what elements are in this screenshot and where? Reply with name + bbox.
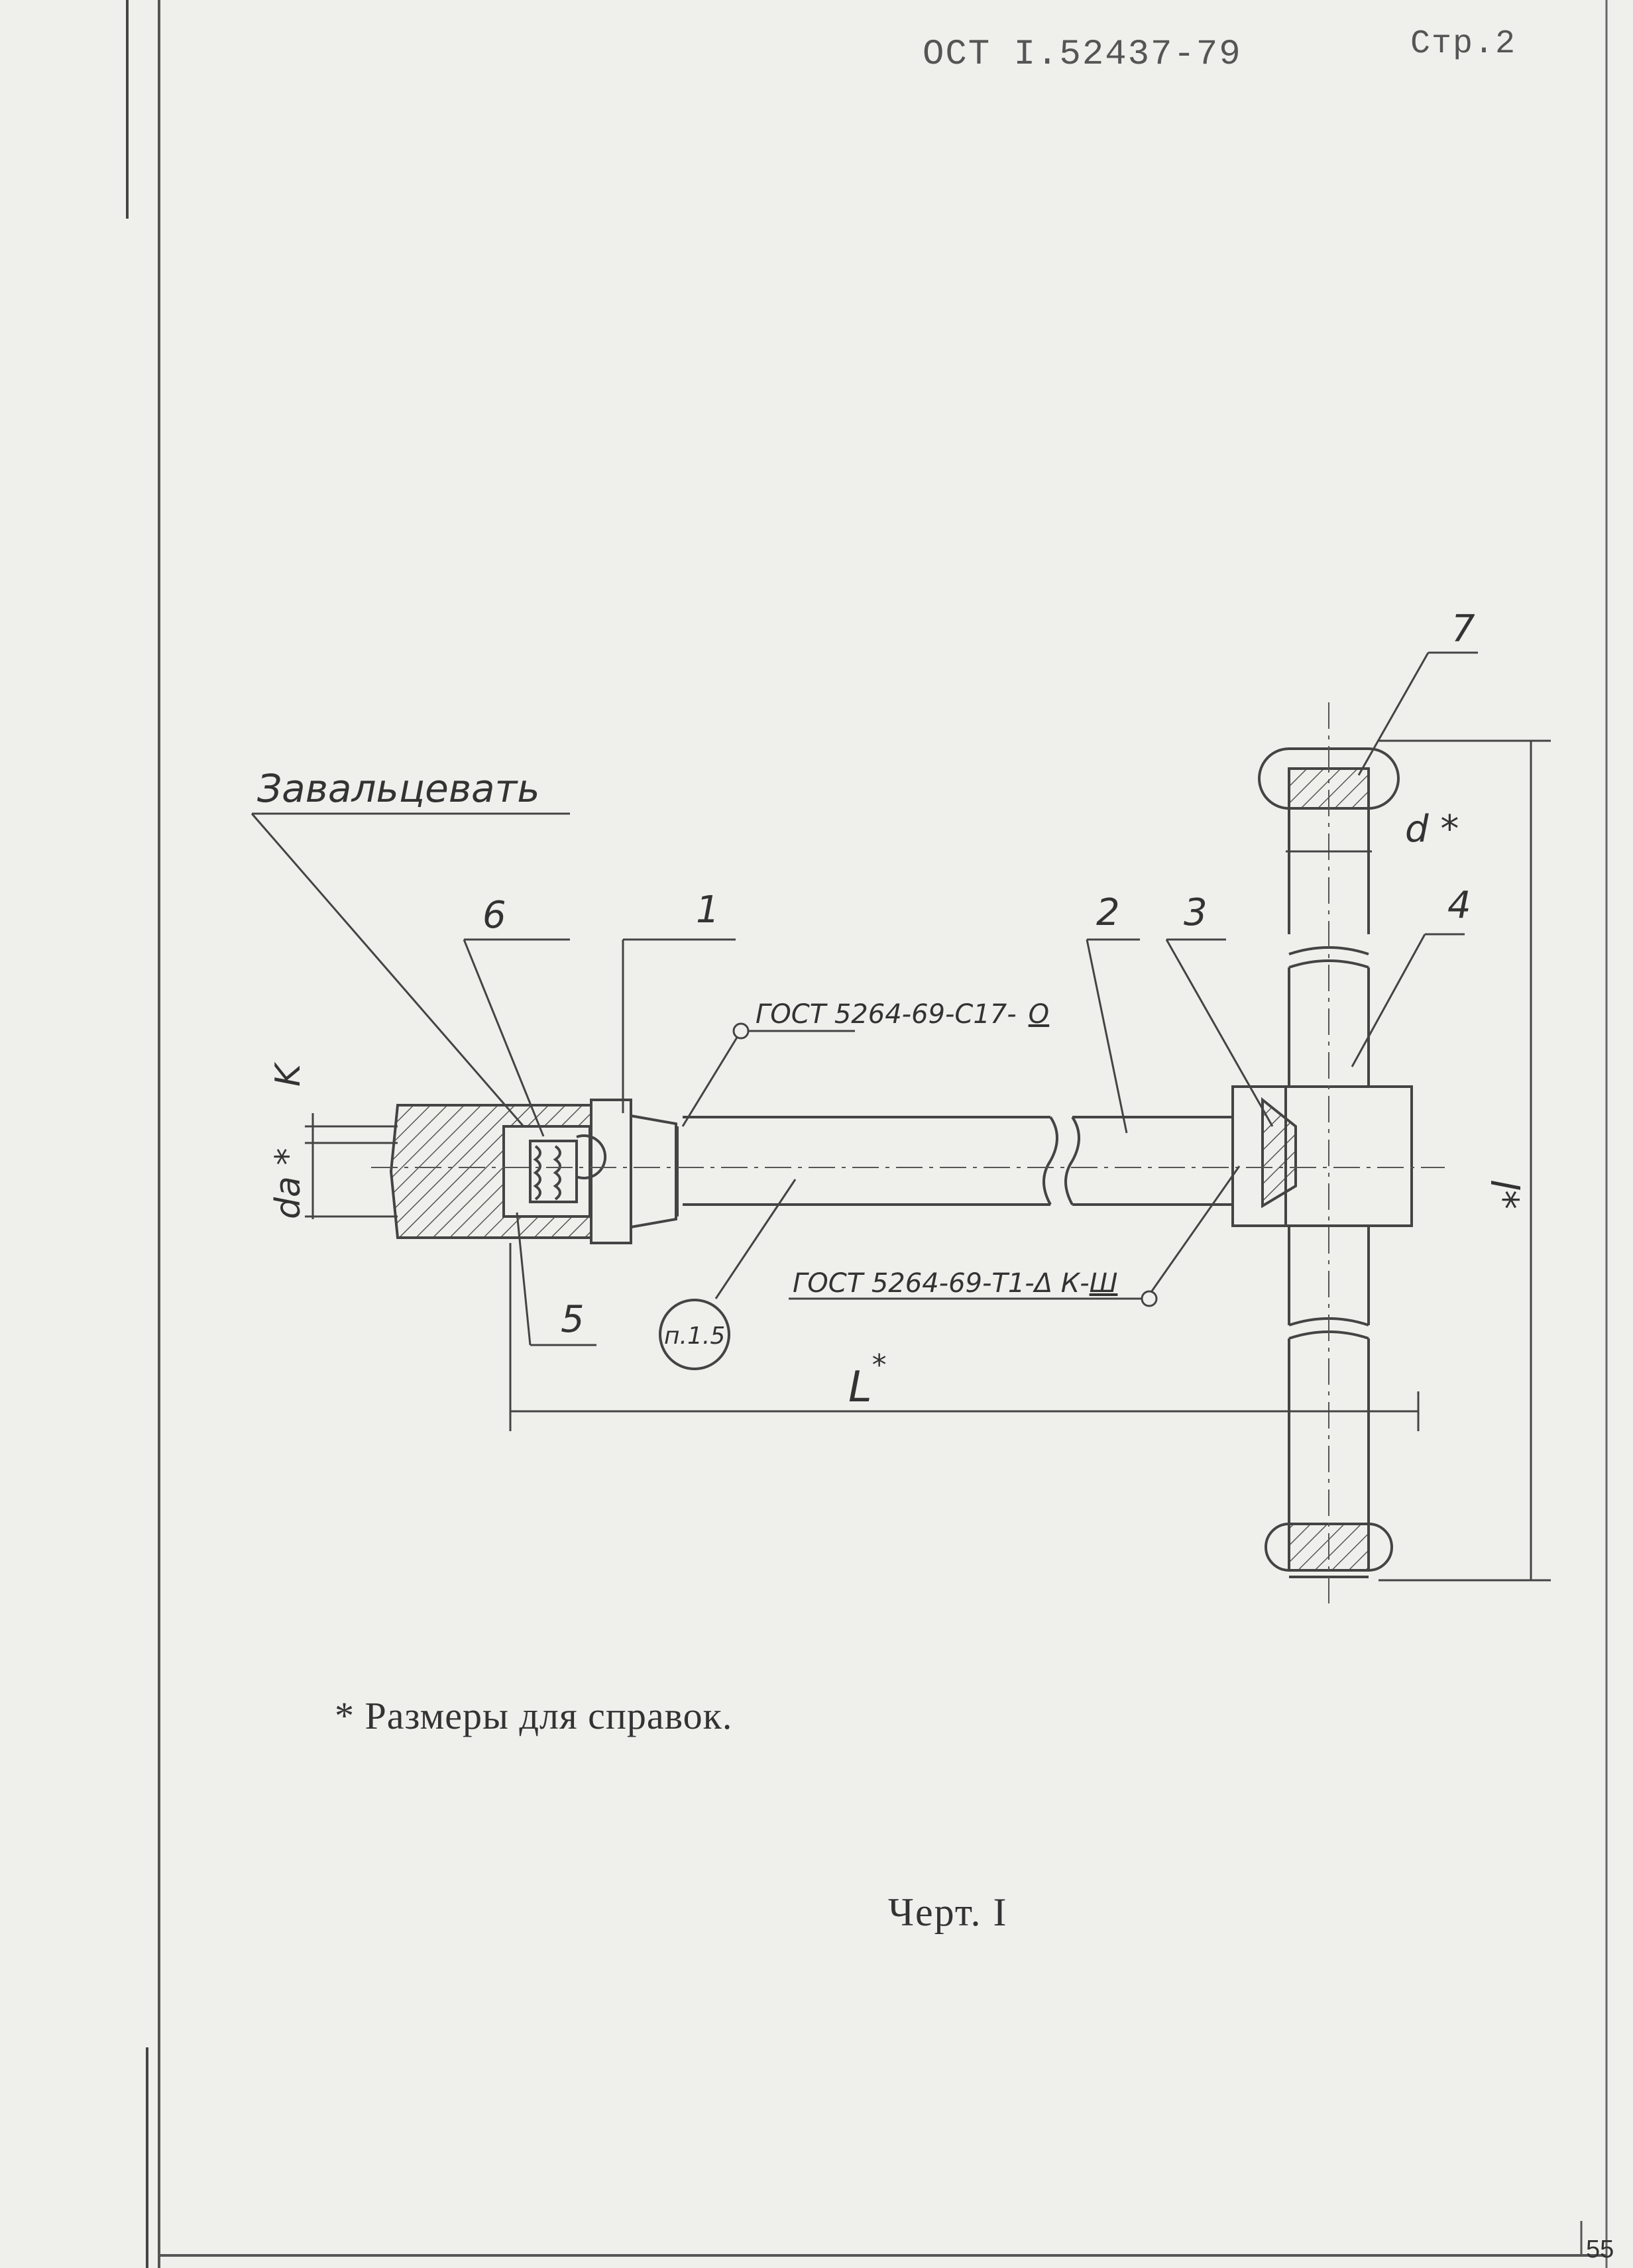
- drawing-caption: Черт. I: [888, 1890, 1008, 1934]
- leader-label-4: 4: [1447, 884, 1471, 927]
- reference-dimensions-note: * Размеры для справок.: [335, 1694, 733, 1737]
- leader-label-5: 5: [561, 1298, 585, 1341]
- dimension-da: da *: [268, 1148, 308, 1219]
- clause-reference: п.1.5: [664, 1323, 725, 1350]
- handle-assembly: [389, 747, 1413, 1578]
- gost-weld-upper: ГОСТ 5264-69-С17-О: [756, 999, 1049, 1030]
- leader-lines: [251, 651, 1478, 1346]
- leader-label-2: 2: [1096, 891, 1120, 934]
- gost-weld-lower: ГОСТ 5264-69-Т1-Δ К-Ш: [793, 1268, 1117, 1299]
- page-number: Стр.2: [1410, 25, 1517, 63]
- dimension-l: l*: [1482, 1179, 1527, 1209]
- dimension-K: K: [268, 1061, 308, 1087]
- sheet-number: 55: [1586, 2236, 1614, 2263]
- leader-label-7: 7: [1451, 608, 1475, 651]
- callout-zavaltsevat: Завальцевать: [257, 766, 540, 811]
- leader-label-3: 3: [1184, 891, 1208, 934]
- leader-label-6: 6: [482, 894, 506, 937]
- leader-label-1: 1: [696, 889, 720, 932]
- dimension-L: L*: [848, 1348, 887, 1412]
- dimension-lines: [305, 739, 1551, 1582]
- standard-code: ОСТ I.52437-79: [923, 34, 1242, 75]
- dimension-d: d *: [1405, 808, 1459, 851]
